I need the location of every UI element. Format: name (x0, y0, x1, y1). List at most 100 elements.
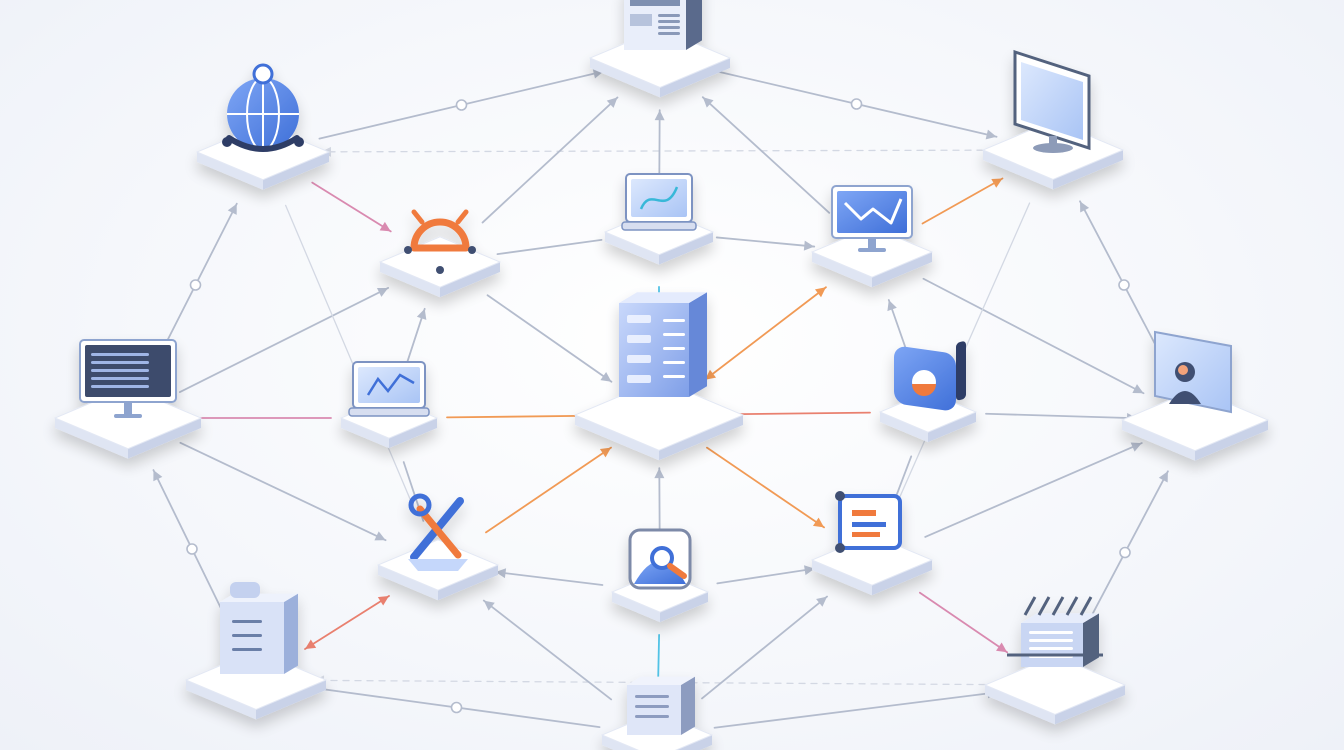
arrowhead (374, 531, 386, 541)
link-app-tile-to-user-panel (985, 412, 1138, 423)
platform-side-left (880, 412, 928, 443)
router-antenna (411, 209, 425, 225)
link-line (716, 567, 816, 585)
server-slot (627, 375, 651, 383)
tool-screwdriver (416, 505, 462, 559)
link-monitor-analytics-to-server-top (701, 96, 831, 214)
storage-box-icon (220, 582, 298, 674)
arrowhead (887, 300, 897, 312)
app-tile-icon (894, 341, 966, 411)
link-router-orange-to-laptop-top-center (496, 238, 603, 256)
link-line (485, 446, 612, 534)
app-tile-edge (956, 341, 966, 401)
box-side (284, 593, 298, 674)
laptop-chart-icon (621, 173, 697, 231)
arrowhead (654, 110, 665, 121)
node-central-server (573, 292, 745, 461)
link-laptop-top-center-to-server-top (654, 109, 665, 181)
arrowhead (814, 287, 826, 298)
link-line (496, 238, 603, 256)
network-hub-icon (1007, 596, 1103, 667)
text-line (663, 347, 685, 350)
doc-node (835, 491, 845, 501)
node-printer-hub (983, 596, 1127, 725)
platform-side-left (378, 565, 438, 601)
link-junction-dot (850, 98, 863, 110)
link-line (481, 96, 619, 224)
box-front (220, 602, 284, 674)
monitor-stand (1049, 136, 1057, 148)
link-document-box-to-printer-hub (918, 591, 1009, 654)
box-front (619, 303, 689, 397)
hub-cable (1051, 596, 1065, 616)
server-slot (627, 335, 651, 343)
link-line (701, 595, 828, 700)
storage-handle (230, 582, 260, 598)
router-port (436, 266, 444, 274)
node-monitor-right (981, 49, 1125, 190)
trend-line (843, 198, 903, 225)
link-monitor-analytics-to-user-panel (922, 277, 1145, 395)
nodes-layer (53, 0, 1270, 750)
doc-line (852, 532, 880, 537)
doc-line-accent (852, 510, 876, 516)
platform-side-left (812, 560, 872, 596)
hub-cable (1023, 596, 1037, 616)
link-search-tile-to-tools (494, 568, 604, 586)
text-line (635, 715, 669, 718)
link-line (494, 571, 604, 586)
database-server-icon (619, 292, 707, 397)
platform-side-left (590, 58, 660, 98)
link-line (311, 181, 392, 233)
platform-side-right (440, 262, 500, 298)
arrowhead (483, 600, 495, 611)
link-monitor-analytics-to-monitor-right (921, 177, 1004, 225)
link-storage-box-to-server-bottom (312, 686, 601, 729)
monitor-stand (124, 402, 132, 415)
desktop-monitor-icon (1013, 49, 1091, 153)
text-line (232, 620, 262, 623)
link-router-orange-to-central-server (486, 294, 613, 383)
rack-bay (630, 0, 680, 6)
link-monitor-right-to-user-panel (1079, 200, 1169, 370)
box-side (686, 0, 702, 50)
arrowhead (804, 565, 815, 576)
text-line (663, 361, 685, 364)
link-laptop-top-center-to-monitor-analytics (715, 236, 816, 251)
platform-side-right (872, 252, 932, 288)
text-line (91, 377, 149, 380)
link-line (924, 442, 1143, 538)
arrowhead (702, 97, 714, 108)
monitor-stand (868, 238, 876, 249)
link-tools-to-central-server (485, 446, 612, 534)
text-line (91, 369, 149, 372)
text-line (658, 20, 680, 23)
server-bottom-icon (627, 676, 695, 735)
link-laptop-left-center-to-router-orange (403, 307, 427, 373)
hub-cable (1079, 596, 1093, 616)
arrowhead (816, 596, 828, 607)
hub-cable (1065, 596, 1079, 616)
arrowhead (1079, 201, 1090, 213)
arrowhead (1158, 471, 1168, 483)
arrowhead (1130, 442, 1142, 452)
platform-side-right (1055, 685, 1125, 725)
text-line (663, 375, 685, 378)
link-globe-to-server-top (318, 68, 605, 140)
monitor-base (114, 414, 142, 418)
arrowhead (803, 240, 815, 251)
search-tile-icon (628, 528, 692, 590)
monitor-screen (1021, 62, 1083, 140)
text-line (1029, 647, 1073, 650)
link-line (918, 591, 1009, 654)
laptop-base (621, 221, 697, 231)
link-search-tile-to-central-server (654, 467, 665, 540)
text-line (232, 634, 262, 637)
box-side (689, 292, 707, 397)
arrowhead (376, 287, 389, 297)
box-side (681, 676, 695, 735)
doc-node (835, 543, 845, 553)
node-laptop-left-center (339, 361, 439, 449)
platform-side-left (575, 415, 659, 461)
